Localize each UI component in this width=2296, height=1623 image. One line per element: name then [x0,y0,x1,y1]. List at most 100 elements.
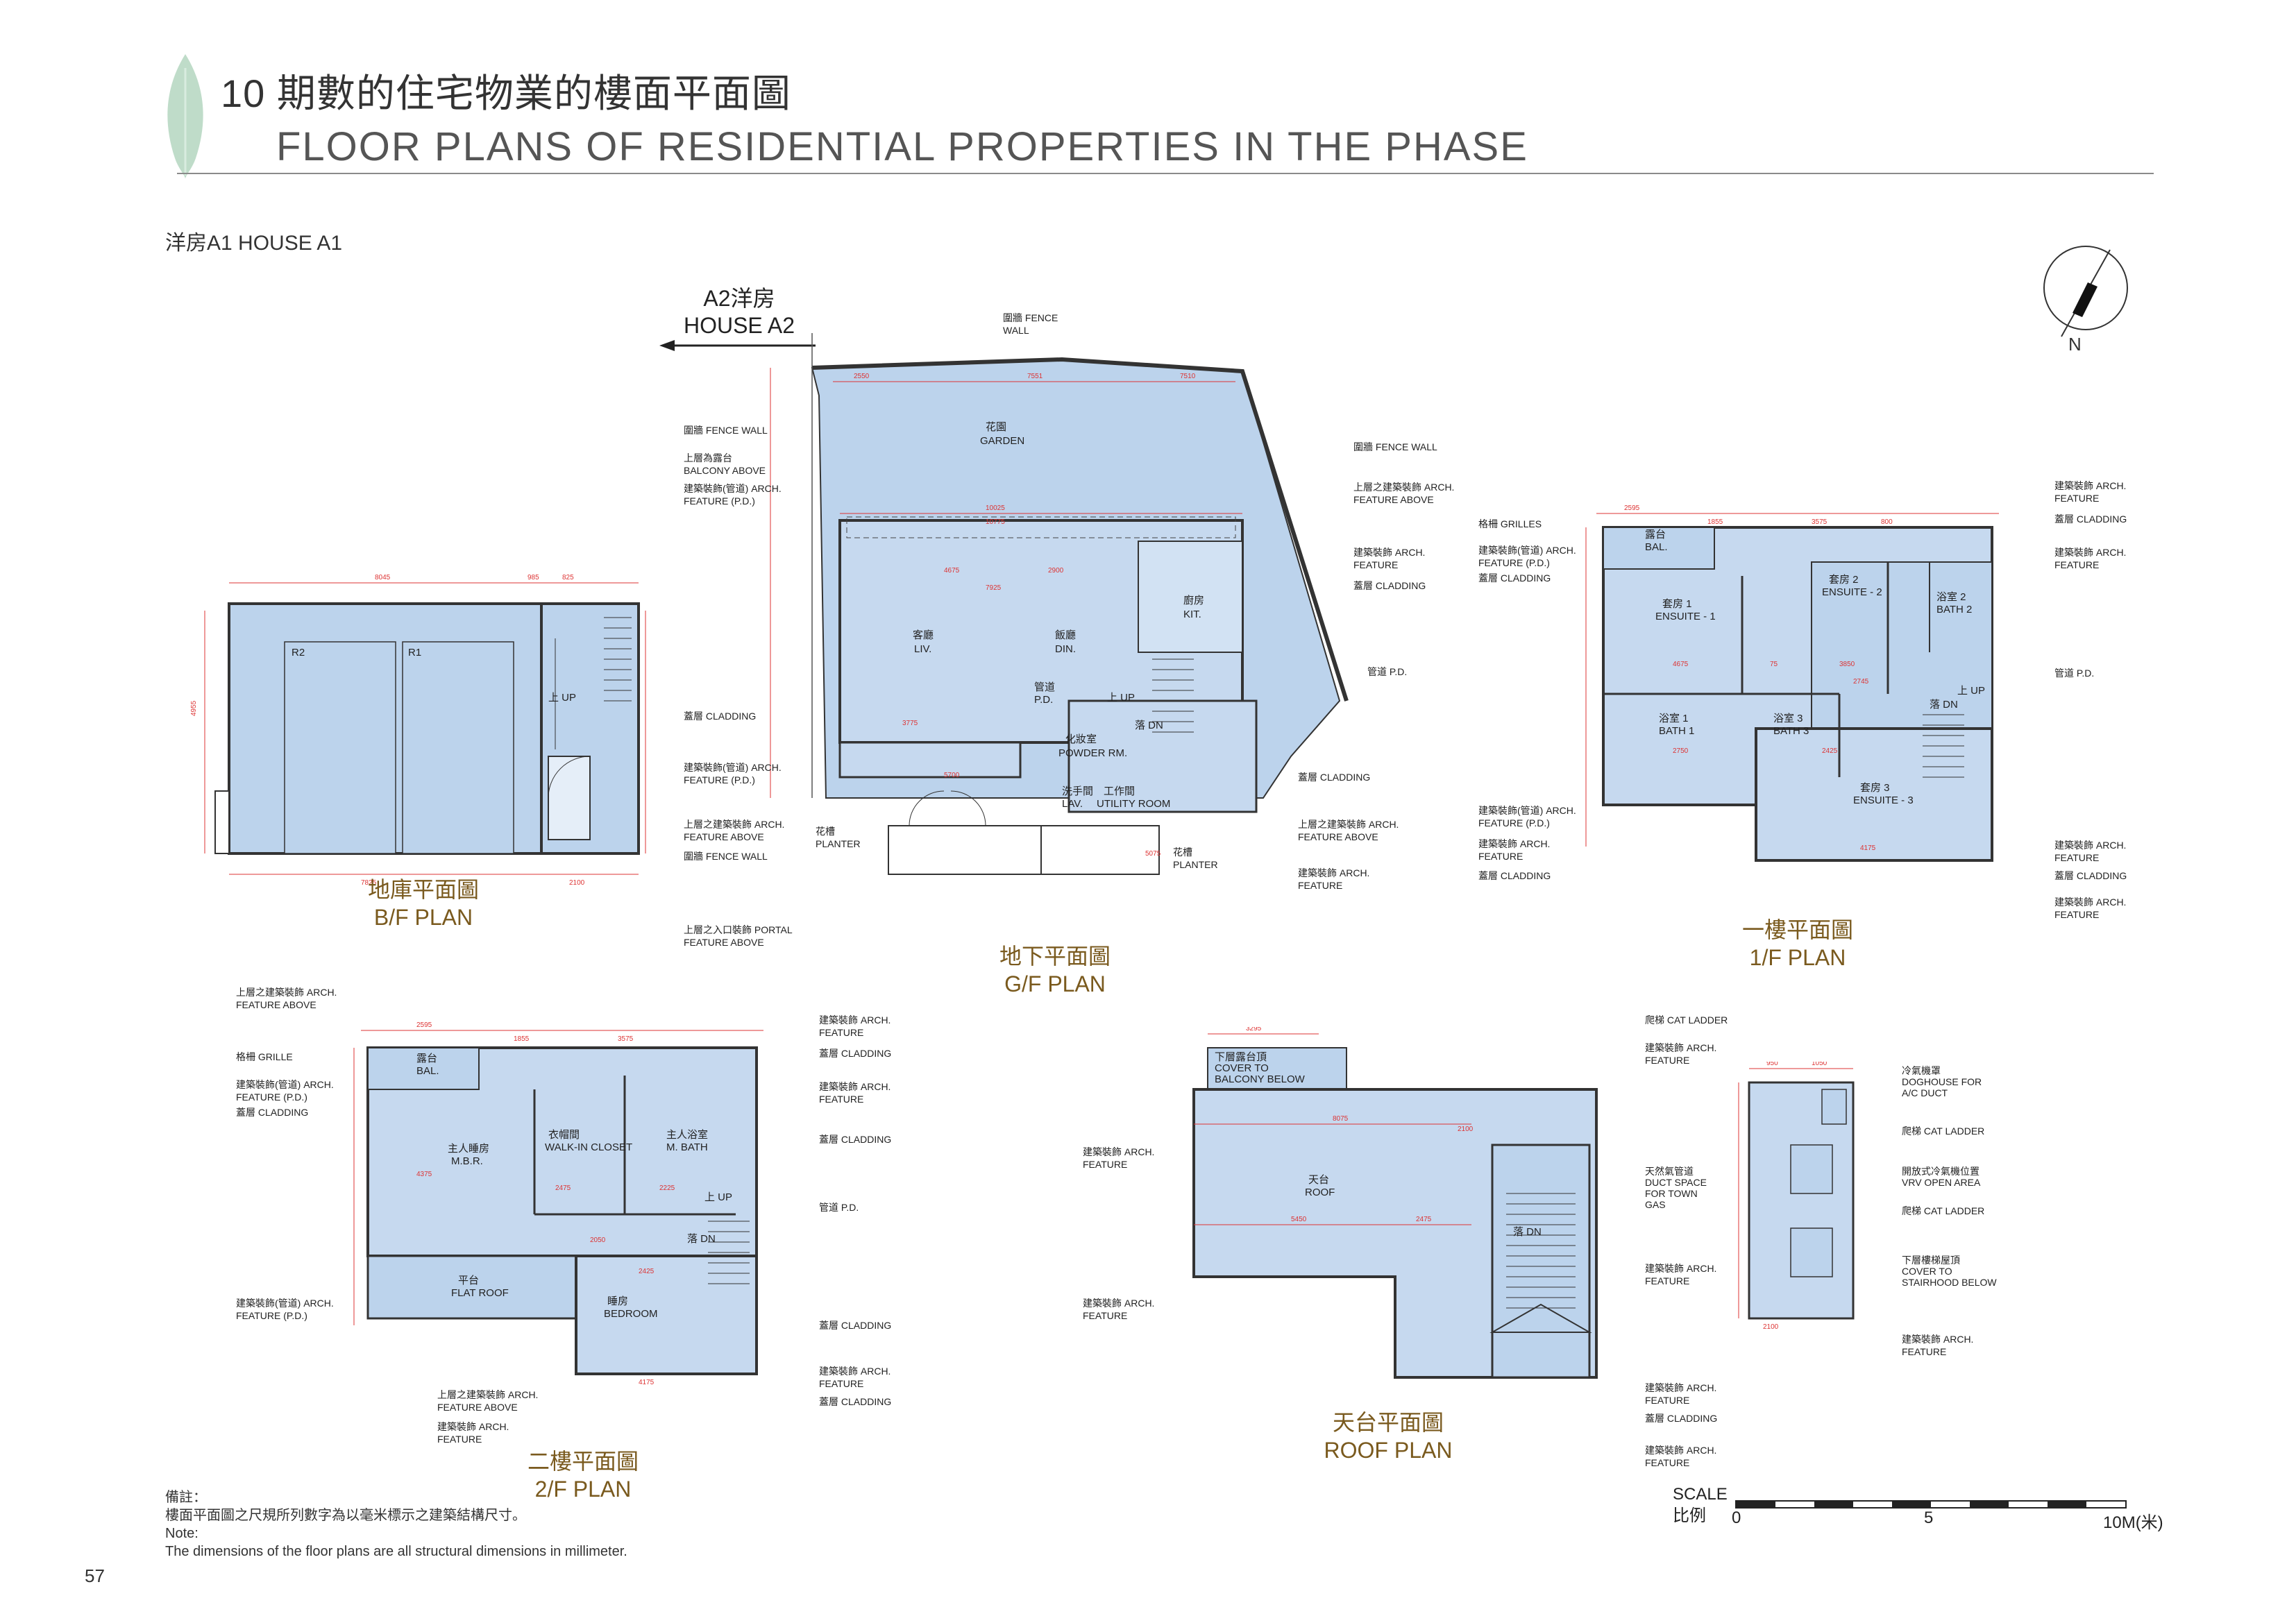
svg-text:2100: 2100 [1763,1323,1779,1331]
roof-duct-en2: FOR TOWN [1645,1188,1698,1199]
f2-label-cladding-r3: 蓋層 CLADDING [819,1320,892,1331]
f1-label-arch-feature-pd-bl: 建築裝飾(管道) ARCH. FEATURE (P.D.) [1478,805,1576,829]
north-arrow-icon: N [2034,239,2145,361]
svg-text:2425: 2425 [639,1268,655,1275]
f2-up: 上 UP [704,1191,732,1203]
f2-caption-cn: 二樓平面圖 [527,1449,639,1474]
f1-label-pd: 管道 P.D. [2054,668,2095,679]
svg-text:2100: 2100 [569,879,585,887]
svg-text:1050: 1050 [1812,1062,1827,1067]
gf-label-fence-wall-r: 圍牆 FENCE WALL [1353,441,1437,452]
page-title-cn: 10 期數的住宅物業的樓面平面圖 [221,62,791,119]
f2-flat-roof-cn: 平台 [458,1275,479,1286]
roof-dn: 落 DN [1513,1226,1542,1238]
gf-utility-cn: 工作間 [1104,785,1135,797]
svg-text:7510: 7510 [1180,373,1196,380]
gf-pd-cn: 管道 [1034,681,1055,693]
page-title-en: FLOOR PLANS OF RESIDENTIAL PROPERTIES IN… [276,124,1528,169]
f2-label-arch-feature-r2: 建築裝飾 ARCH. FEATURE [819,1081,891,1105]
f2-label-cladding-r4: 蓋層 CLADDING [819,1396,892,1407]
gf-lav-en: LAV. [1062,798,1083,810]
f2-mbr-cn: 主人睡房 [448,1143,489,1155]
svg-text:2225: 2225 [659,1184,675,1192]
roof-cover-en1: COVER TO [1215,1062,1269,1074]
svg-text:3575: 3575 [618,1035,634,1043]
f1-ens2-cn: 套房 2 [1829,574,1859,586]
svg-text:N: N [2068,334,2082,355]
f2-label-cladding-r1: 蓋層 CLADDING [819,1048,892,1059]
svg-text:2475: 2475 [1416,1216,1432,1223]
doghouse-label-cat-ladder2: 爬梯 CAT LADDER [1902,1205,1985,1216]
gf-label-fence-wall-bl: 圍牆 FENCE WALL [684,851,768,862]
f1-ens1-cn: 套房 1 [1662,598,1692,610]
svg-text:2100: 2100 [1458,1125,1474,1133]
gf-label-arch-feature-pd-l: 建築裝飾(管道) ARCH. FEATURE (P.D.) [684,762,782,785]
f2-dn: 落 DN [687,1233,716,1245]
doghouse-label-main: 冷氣機罩 DOGHOUSE FOR A/C DUCT [1902,1065,1992,1098]
doghouse-label-vrv: 開放式冷氣機位置 VRV OPEN AREA [1902,1166,1999,1188]
f1-bath3-cn: 浴室 3 [1773,713,1803,724]
bf-r2-label: R2 [292,647,305,658]
svg-text:2745: 2745 [1853,678,1869,686]
gf-label-planter-l: 花槽 PLANTER [816,826,861,849]
gf-caption-en: G/F PLAN [1004,971,1106,996]
svg-text:3575: 3575 [1812,518,1827,526]
f1-dn: 落 DN [1930,699,1958,711]
svg-text:5450: 5450 [1291,1216,1307,1223]
svg-text:4175: 4175 [639,1379,655,1386]
gf-din-en: DIN. [1055,643,1076,655]
roof-label-cladding-b: 蓋層 CLADDING [1645,1413,1718,1424]
gf-plan-drawing: 2550 7551 7510 10025 10775 4675 2900 792… [680,312,1471,954]
gf-label-arch-feature-pd: 建築裝飾(管道) ARCH. FEATURE (P.D.) [684,483,782,507]
left-arrow-icon [659,340,816,351]
bf-caption-en: B/F PLAN [373,905,473,930]
svg-text:8075: 8075 [1333,1115,1349,1123]
f2-label-arch-feature-pd: 建築裝飾(管道) ARCH. FEATURE (P.D.) [236,1079,334,1103]
f1-bal-en: BAL. [1645,541,1668,553]
f1-bath2-en: BATH 2 [1936,604,1972,615]
house-label: 洋房A1 HOUSE A1 [165,232,343,255]
scale-tick-10: 10M(米) [2103,1513,2163,1532]
doghouse-label-cat-ladder1: 爬梯 CAT LADDER [1902,1125,1985,1137]
gf-garden-cn: 花園 [986,421,1006,433]
scale-bar: SCALE 比例 0 5 10M(米) [1673,1485,2172,1540]
house-a2-pointer: A2洋房 HOUSE A2 [659,281,819,356]
doghouse-en1: DOGHOUSE FOR [1902,1076,1982,1087]
roof-cover-en2: BALCONY BELOW [1215,1073,1306,1085]
doghouse-label-arch-feature: 建築裝飾 ARCH. FEATURE [1902,1334,1974,1357]
f2-label-arch-feature-r1: 建築裝飾 ARCH. FEATURE [819,1014,891,1038]
scale-label-cn: 比例 [1673,1506,1706,1525]
f2-label-cladding: 蓋層 CLADDING [236,1107,309,1118]
gf-label-cladding: 蓋層 CLADDING [1353,580,1426,591]
note-cn-body: 樓面平面圖之尺規所列數字為以毫米標示之建築結構尺寸。 [165,1508,526,1523]
f2-label-grille: 格柵 GRILLE [236,1051,293,1062]
gf-dn: 落 DN [1135,720,1163,731]
gf-liv-cn: 客廳 [913,629,934,641]
gf-label-arch-feature: 建築裝飾 ARCH. FEATURE [1353,547,1426,570]
doghouse-cover-en1: COVER TO [1902,1266,1952,1277]
f1-label-cladding-bl: 蓋層 CLADDING [1478,870,1551,881]
f2-bal-cn: 露台 [416,1053,437,1064]
roof-label-arch-feature-t: 建築裝飾 ARCH. FEATURE [1645,1042,1717,1066]
svg-text:5075: 5075 [1145,850,1161,858]
f2-label-arch-feature-b: 建築裝飾 ARCH. FEATURE [437,1421,509,1445]
note-en-body: The dimensions of the floor plans are al… [165,1544,627,1559]
gf-din-cn: 飯廳 [1055,629,1076,641]
svg-text:985: 985 [527,574,539,581]
f2-closet-cn: 衣帽間 [548,1129,580,1141]
gf-powder-en: POWDER RM. [1058,747,1127,759]
roof-duct-en3: GAS [1645,1199,1666,1210]
svg-text:4175: 4175 [1860,844,1876,852]
roof-plan-caption: 天台平面圖 ROOF PLAN [1291,1409,1485,1464]
bf-plan-drawing: 8045 985 825 7825 2100 4955 R2 R1 上 UP [187,569,673,892]
svg-text:7825: 7825 [361,879,377,887]
roof-roof-cn: 天台 [1308,1174,1329,1186]
doghouse-en2: A/C DUCT [1902,1087,1948,1098]
f1-ens3-cn: 套房 3 [1860,782,1890,794]
f1-caption-cn: 一樓平面圖 [1741,917,1853,942]
svg-text:1855: 1855 [514,1035,530,1043]
doghouse-detail-drawing: 950 1050 2100 [1735,1060,1888,1343]
doghouse-cover-en2: STAIRHOOD BELOW [1902,1277,1997,1288]
note-en-head: Note: [165,1526,199,1541]
f1-label-arch-feature-pd: 建築裝飾(管道) ARCH. FEATURE (P.D.) [1478,545,1576,568]
